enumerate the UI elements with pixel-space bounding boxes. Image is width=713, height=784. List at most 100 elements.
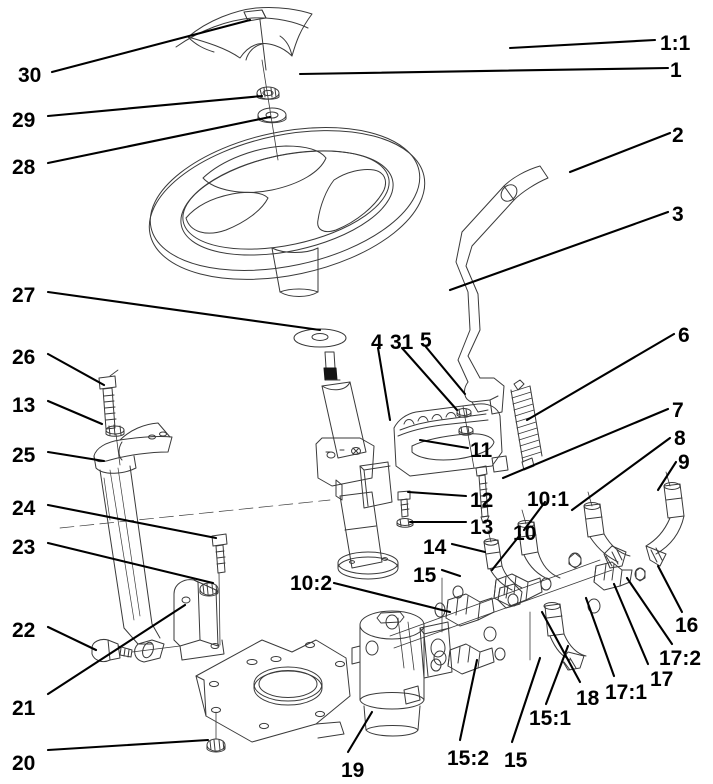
leader-line-7	[501, 407, 670, 480]
leader-line-17-1	[584, 596, 616, 678]
callout-label-1: 1	[670, 59, 682, 82]
callout-label-12: 12	[470, 489, 494, 512]
part-steering-valve-19	[351, 610, 453, 737]
callout-label-25: 25	[12, 444, 36, 467]
leader-line-21	[46, 603, 187, 696]
callout-label-24: 24	[12, 497, 36, 520]
callout-label-22: 22	[12, 619, 36, 642]
callout-label-7: 7	[672, 399, 684, 422]
leader-line-18	[540, 610, 582, 684]
leader-line-19	[346, 710, 374, 754]
callout-label-15: 15	[413, 564, 437, 587]
part-mounting-plate-21	[195, 639, 351, 743]
part-dust-cover-27	[293, 328, 347, 348]
part-bolt-24	[211, 533, 228, 646]
part-tilt-arm-25	[93, 422, 173, 663]
part-fitting-17	[593, 561, 633, 591]
callout-label-30: 30	[18, 64, 42, 87]
leader-line-26	[46, 352, 106, 387]
part-tilt-lever-2-3	[455, 165, 549, 415]
part-hose-10	[483, 529, 523, 591]
callout-label-31: 31	[390, 331, 414, 354]
leader-line-1	[298, 66, 670, 76]
callout-label-13: 13	[12, 394, 36, 417]
callout-label-27: 27	[12, 284, 36, 307]
leader-line-15-1	[544, 644, 570, 706]
part-fitting-15	[434, 593, 495, 627]
part-steering-wheel-1	[148, 127, 426, 297]
part-oring-15-2	[433, 650, 447, 666]
leader-line-23	[46, 541, 215, 585]
part-fitting-15-1	[447, 643, 506, 675]
leader-line-13	[46, 399, 104, 426]
part-fitting-17-1	[634, 567, 646, 582]
leader-line-30	[50, 18, 252, 74]
callout-label-1-1: 1:1	[660, 32, 691, 55]
part-hub-cover-1-1	[175, 7, 313, 71]
part-emblem-30	[243, 9, 267, 22]
callout-label-19: 19	[341, 759, 365, 782]
part-knob-22	[91, 639, 181, 663]
leader-line-12	[406, 490, 468, 498]
part-hose-10-1	[517, 509, 561, 581]
part-bolt-11	[475, 465, 490, 524]
callout-label-20: 20	[12, 752, 36, 775]
leader-line-14	[450, 542, 487, 554]
callout-label-23: 23	[12, 536, 36, 559]
part-fastener-31	[456, 408, 472, 418]
callout-label-6: 6	[678, 324, 690, 347]
part-tilt-handle-5	[393, 403, 509, 477]
leader-line-28	[46, 115, 272, 165]
leader-line-3	[448, 210, 670, 292]
leader-line-22	[46, 625, 98, 652]
callout-label-15-1: 15:1	[529, 707, 572, 730]
leader-line-17	[612, 582, 650, 666]
leader-line-27	[46, 290, 322, 332]
leader-line-31	[400, 346, 459, 412]
part-hose-16	[543, 602, 587, 671]
part-elbow-14	[497, 583, 523, 609]
leader-line-6	[525, 332, 676, 422]
callout-label-9: 9	[678, 451, 690, 474]
callout-label-28: 28	[12, 156, 36, 179]
leader-line-11	[418, 438, 470, 450]
callout-label-2: 2	[672, 124, 684, 147]
callout-label-21: 21	[12, 697, 36, 720]
part-oring-b	[365, 640, 379, 656]
callout-label-5: 5	[420, 329, 432, 352]
leader-line-8	[570, 436, 672, 512]
part-fitting-10-2	[452, 585, 519, 607]
part-oring-c	[483, 626, 497, 642]
callout-label-15-2: 15:2	[447, 747, 490, 770]
callout-label-29: 29	[12, 109, 36, 132]
part-washer-13-center	[396, 518, 414, 528]
leader-line-20	[46, 738, 210, 752]
callout-label-13: 13	[470, 516, 494, 539]
part-spring-6	[510, 379, 543, 471]
part-nut-20	[206, 711, 226, 753]
part-hose-8	[583, 491, 631, 569]
leader-line-2	[568, 131, 672, 174]
callout-label-10-1: 10:1	[527, 488, 570, 511]
leader-line-9	[656, 460, 678, 492]
part-hose-9	[645, 471, 685, 567]
leader-line-10	[490, 533, 522, 572]
part-bolt-12	[397, 490, 411, 518]
leader-line-1-1	[508, 38, 657, 50]
leader-line-29	[46, 94, 264, 118]
leader-line-16	[656, 564, 684, 614]
callout-label-8: 8	[674, 427, 686, 450]
callout-label-4: 4	[371, 331, 383, 354]
leader-line-4	[376, 346, 392, 422]
leader-line-10-2	[332, 581, 452, 614]
callout-label-3: 3	[672, 203, 684, 226]
callout-label-18: 18	[576, 687, 600, 710]
leader-line-25	[46, 450, 106, 463]
leader-line-10-1	[522, 500, 547, 532]
leader-line-15-2	[458, 658, 479, 742]
part-bolt-26	[98, 369, 119, 430]
leader-line-17-2	[625, 576, 674, 646]
callout-label-11: 11	[470, 439, 493, 462]
callout-label-17-2: 17:2	[659, 647, 702, 670]
